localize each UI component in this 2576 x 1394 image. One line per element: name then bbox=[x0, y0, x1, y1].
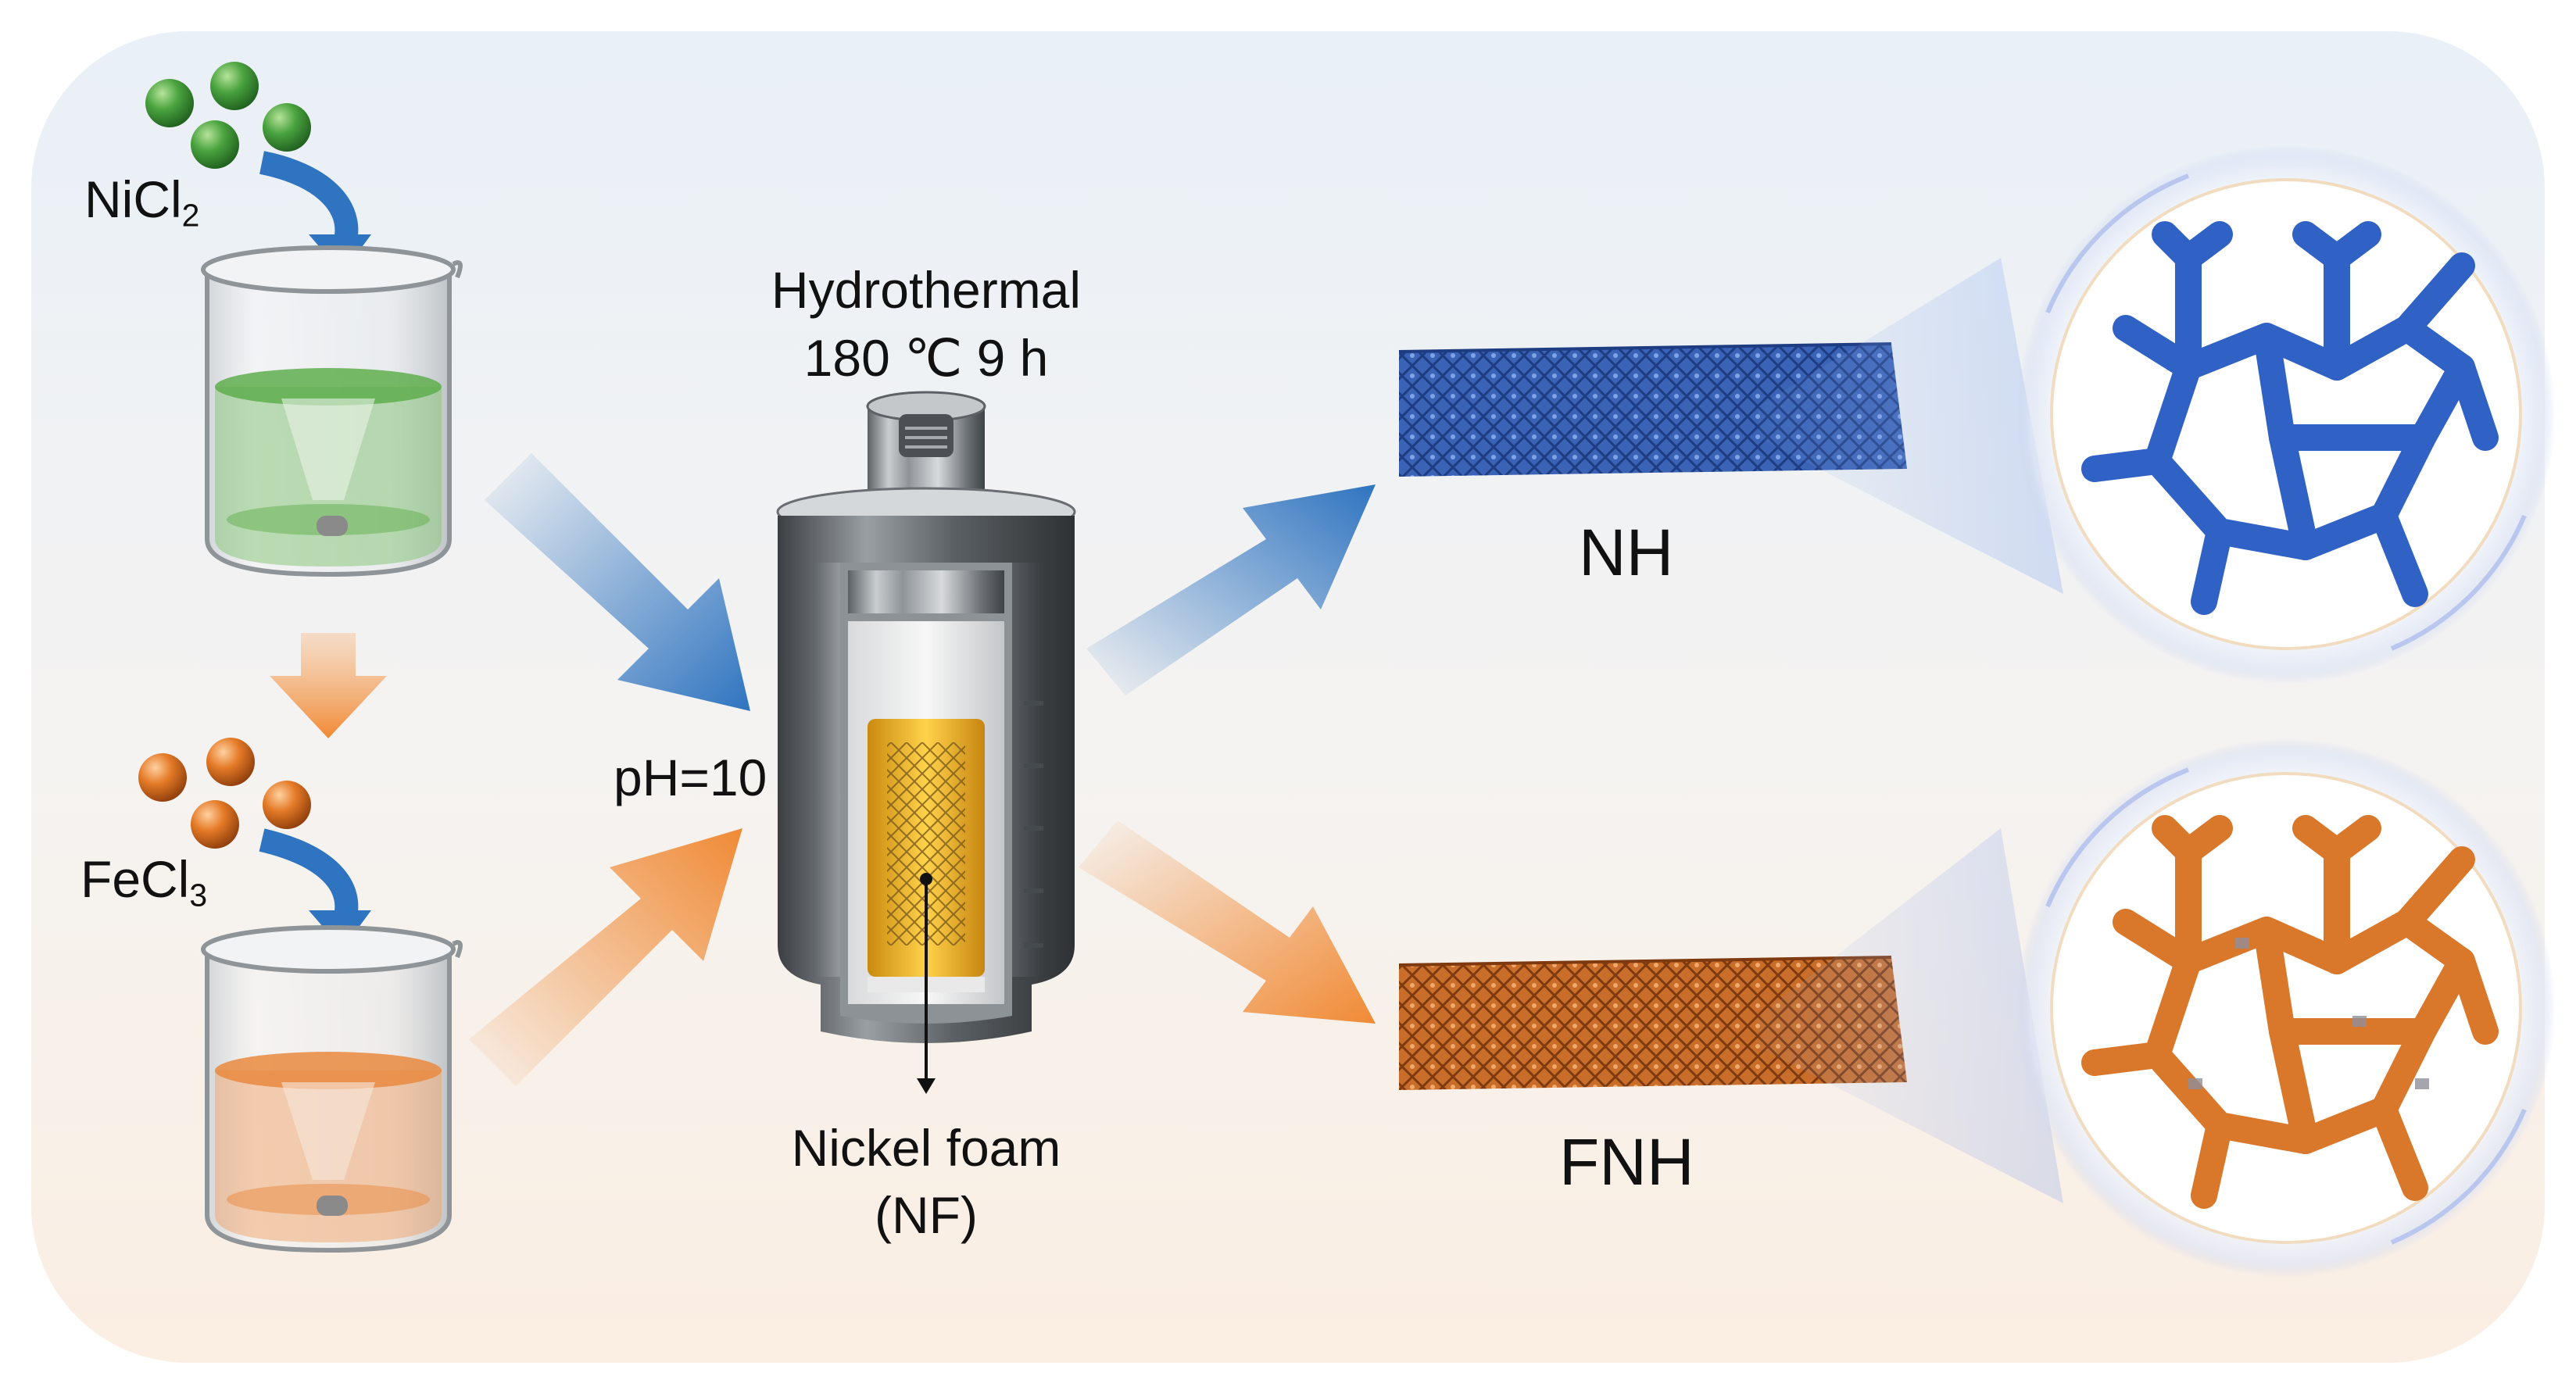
blue-arrow-to-autoclave bbox=[485, 453, 750, 711]
nf-label: (NF) bbox=[875, 1186, 978, 1244]
nh-zoom-circle bbox=[2016, 145, 2556, 684]
orange-arrow-to-fnh bbox=[1079, 820, 1376, 1024]
beaker-orange bbox=[201, 925, 463, 1253]
fecl3-label-main: FeCl bbox=[80, 850, 190, 908]
fecl3-particles bbox=[138, 738, 311, 849]
blue-arrow-to-nh bbox=[1086, 484, 1376, 695]
autoclave bbox=[776, 391, 1076, 1094]
down-arrow bbox=[270, 633, 387, 738]
nicl2-label-main: NiCl bbox=[84, 170, 182, 228]
conditions-label: 180 ℃ 9 h bbox=[803, 329, 1049, 387]
fnh-label: FNH bbox=[1559, 1125, 1694, 1199]
ph-label: pH=10 bbox=[614, 749, 767, 806]
fnh-framework bbox=[2081, 815, 2499, 1209]
fnh-zoom-circle bbox=[2016, 738, 2556, 1278]
nh-zoom-beam bbox=[1758, 258, 2063, 594]
nicl2-label: NiCl2 bbox=[84, 173, 199, 231]
fecl3-drop-arrow bbox=[259, 828, 359, 926]
nicl2-drop-arrow bbox=[259, 151, 359, 250]
nicl2-label-subscript: 2 bbox=[181, 197, 200, 234]
nh-framework bbox=[2081, 221, 2499, 615]
fecl3-label: FeCl3 bbox=[80, 853, 207, 911]
orange-arrow-to-autoclave bbox=[469, 828, 742, 1086]
beaker-green bbox=[201, 245, 463, 577]
fecl3-label-subscript: 3 bbox=[189, 877, 208, 913]
fnh-zoom-beam bbox=[1758, 828, 2063, 1203]
hydrothermal-label: Hydrothermal bbox=[771, 261, 1082, 319]
nickel-foam-label: Nickel foam bbox=[791, 1119, 1061, 1177]
nh-label: NH bbox=[1579, 516, 1674, 589]
nicl2-particles bbox=[145, 62, 311, 169]
